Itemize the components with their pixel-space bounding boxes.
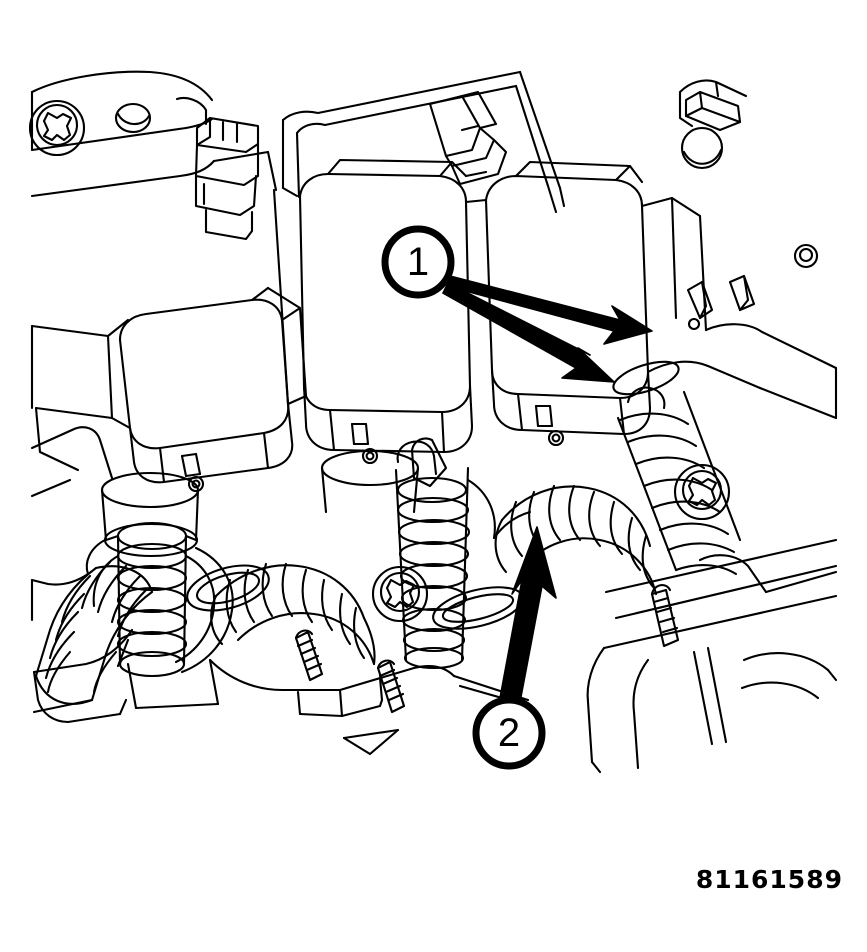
callout-1-circle[interactable] [381, 225, 455, 299]
spark-plug-boot-left-outer [34, 560, 154, 705]
callout-1-number: 1 [407, 240, 429, 284]
spark-plug-boot-center-vertical [394, 440, 496, 670]
cam-cover-top [281, 70, 562, 199]
threaded-stud [376, 659, 406, 714]
threaded-stud [294, 437, 448, 682]
misc-edges [30, 170, 566, 542]
spark-plug-well-left [92, 546, 234, 674]
callout-2-number: 2 [498, 711, 520, 755]
drawing-linework [28, 70, 838, 774]
callout-2-circle[interactable] [472, 696, 546, 770]
spark-plug-boot-left-vertical [116, 521, 188, 678]
torx-bolt-head-small [793, 243, 819, 269]
electrical-connector-left [175, 96, 260, 241]
cover-tabs-right [686, 274, 756, 331]
ignition-coil-center [298, 158, 474, 465]
callout-1[interactable]: 1 [381, 225, 653, 383]
cylinder-head-upper-deck [30, 70, 278, 198]
locating-hole-right [680, 126, 724, 170]
cylinder-head-lower-deck [30, 426, 532, 756]
ignition-coil-left [30, 286, 308, 493]
figure-id-label: 81161589 [695, 865, 843, 894]
engine-block-lower-left [32, 658, 220, 724]
cover-rib-detail [428, 90, 508, 186]
engine-block-lower-right [586, 538, 838, 774]
callout-1-arrow-lower [442, 282, 615, 383]
cylinder-head-right-deck [640, 196, 838, 420]
locating-hole [114, 102, 152, 134]
coil-boot-neck-center [320, 449, 420, 514]
threaded-stud [650, 584, 680, 648]
torx-bolt-head [371, 565, 429, 623]
callout-2[interactable]: 2 [472, 526, 557, 770]
torx-bolt-head [28, 99, 86, 157]
mounting-tab-top-right [678, 79, 748, 132]
spark-plug-boot-center-hose [210, 562, 376, 666]
callout-1-arrow-upper [446, 275, 653, 345]
torx-bolt-head [673, 463, 731, 521]
callout-2-arrow [499, 526, 557, 703]
